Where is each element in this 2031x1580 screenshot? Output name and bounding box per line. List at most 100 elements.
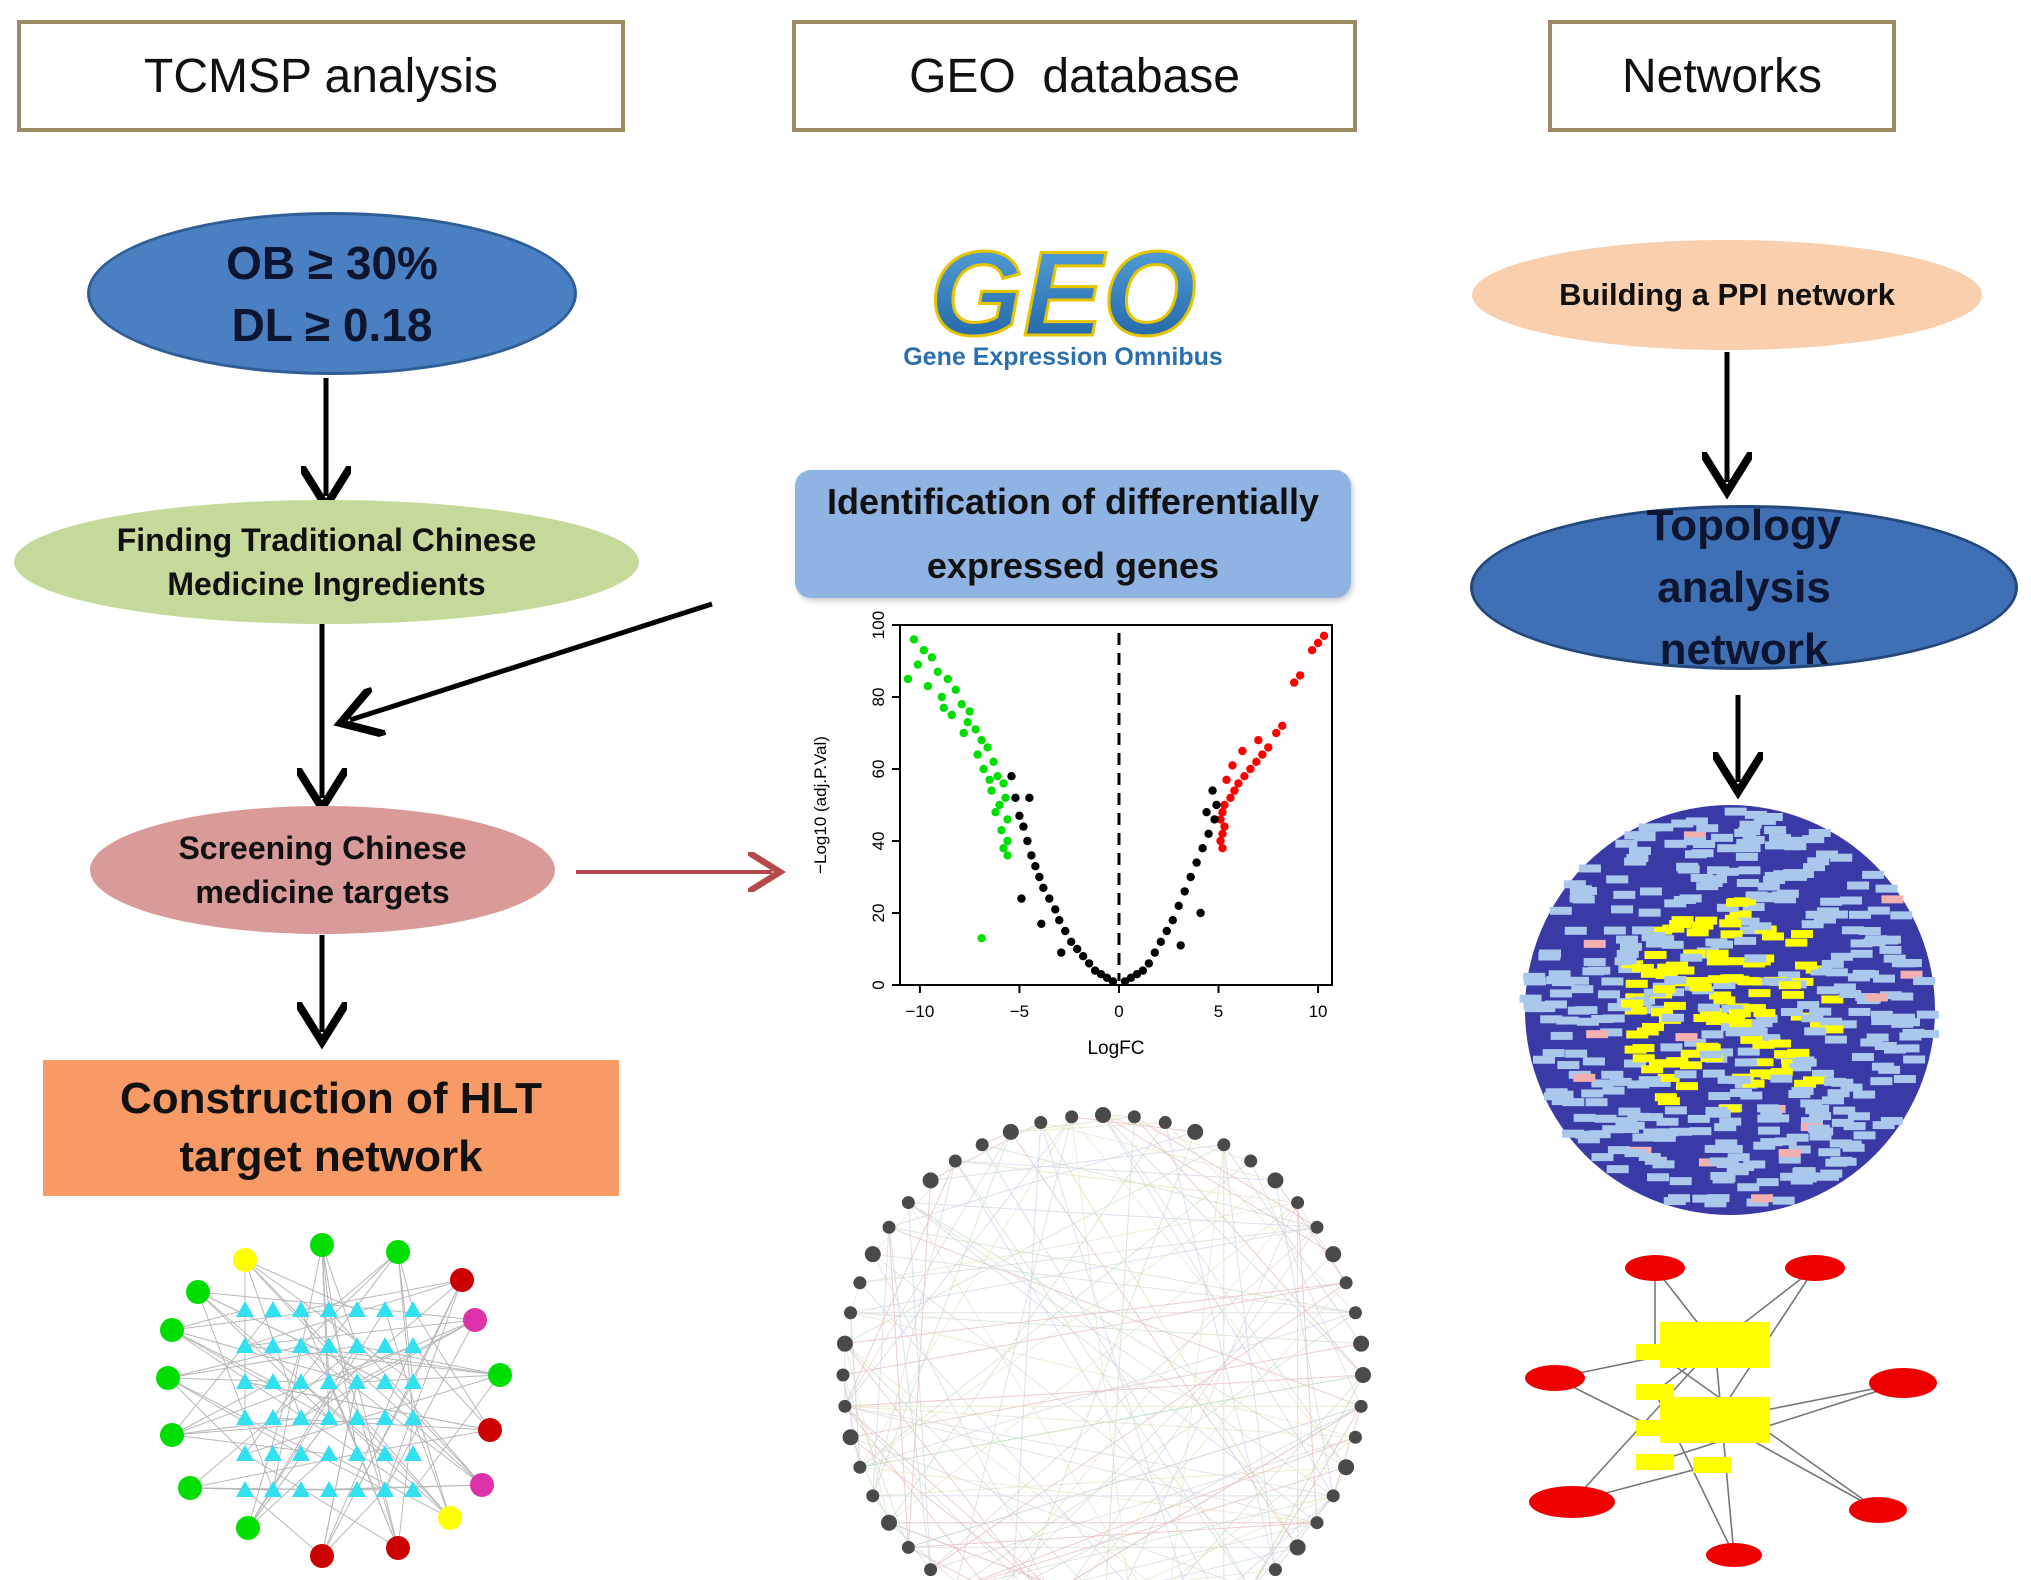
ppi-node — [1840, 1083, 1863, 1092]
ppi-node — [1803, 863, 1826, 872]
ppi-node — [1567, 1006, 1590, 1015]
data-point — [1234, 779, 1243, 788]
ppi-node — [1644, 1156, 1667, 1165]
ppi-node — [1879, 991, 1902, 1000]
ppi-node — [1746, 1198, 1769, 1207]
ppi-node — [1833, 1106, 1856, 1115]
ppi-node — [1821, 995, 1844, 1004]
screening-line2: medicine targets — [195, 874, 450, 910]
ppi-node — [1571, 985, 1594, 994]
degs-line1: Identification of differentially — [826, 481, 1320, 522]
construction-line1: Construction of HLT — [120, 1074, 542, 1123]
screening-line1: Screening Chinese — [178, 830, 467, 866]
ppi-node — [1768, 1039, 1791, 1048]
ppi-node — [1791, 1086, 1814, 1095]
target-node — [320, 1445, 338, 1461]
gene-node — [1355, 1367, 1371, 1383]
target-node — [348, 1481, 366, 1497]
ppi-node — [1680, 953, 1703, 962]
data-point — [903, 674, 913, 684]
ppi-node — [1613, 890, 1636, 899]
ingredient-node — [450, 1268, 474, 1292]
ppi-node — [1591, 1079, 1614, 1088]
ppi-node — [1810, 967, 1833, 976]
data-point — [1228, 761, 1237, 770]
data-point — [973, 750, 982, 759]
data-point — [1108, 977, 1118, 986]
ppi-node — [1716, 867, 1739, 876]
data-point — [1319, 631, 1329, 640]
ppi-node — [1883, 954, 1906, 963]
data-point — [1001, 793, 1010, 802]
ppi-node — [1657, 1073, 1680, 1082]
target-node — [376, 1409, 394, 1425]
ingredient-node — [178, 1476, 202, 1500]
hub-gene-node — [1693, 1457, 1731, 1473]
data-point — [951, 685, 960, 694]
ppi-node — [1750, 1019, 1773, 1028]
ppi-node — [1632, 926, 1655, 935]
ppi-node — [1544, 1000, 1567, 1009]
target-node — [236, 1445, 254, 1461]
geo-logo-caption: Gene Expression Omnibus — [903, 343, 1223, 371]
ppi-node — [1680, 1049, 1703, 1058]
topology-line2: analysis — [1657, 562, 1831, 612]
gene-node — [1353, 1335, 1370, 1352]
ppi-node — [1847, 881, 1870, 890]
ppi-node — [1686, 928, 1709, 937]
ppi-node — [1753, 1009, 1776, 1018]
ppi-node — [1778, 971, 1801, 980]
ppi-node — [1696, 1042, 1719, 1051]
ppi-node — [1794, 1174, 1817, 1183]
ppi-node — [1636, 1027, 1659, 1036]
ppi-node — [1850, 939, 1873, 948]
ppi-node — [1797, 1001, 1820, 1010]
data-point — [947, 710, 956, 720]
gene-node — [866, 1489, 880, 1503]
data-point — [991, 808, 1000, 817]
ppi-node — [1519, 994, 1542, 1003]
ppi-node — [1705, 938, 1728, 947]
ppi-node — [1736, 838, 1759, 847]
ppi-node — [1800, 1099, 1823, 1108]
hub-gene-node — [1660, 1322, 1770, 1368]
ppi-node — [1556, 1016, 1579, 1025]
ppi-node — [1735, 852, 1758, 861]
ppi-node — [1540, 1015, 1563, 1024]
ppi-node — [1827, 1089, 1850, 1098]
ppi-node — [1858, 927, 1881, 936]
data-point — [977, 736, 986, 745]
data-point — [1240, 772, 1249, 781]
data-point — [1307, 646, 1317, 655]
ppi-node — [1809, 1007, 1832, 1016]
ppi-node — [1657, 1097, 1680, 1106]
ppi-node — [1628, 846, 1651, 855]
ppi-node — [1791, 930, 1814, 939]
criteria-dl: DL ≥ 0.18 — [231, 298, 433, 351]
ppi-node — [1870, 1077, 1893, 1086]
ppi-node — [1684, 837, 1707, 846]
ppi-node — [1625, 979, 1648, 988]
ppi-node — [1879, 945, 1902, 954]
ppi-node — [1813, 915, 1836, 924]
ppi-node — [1734, 936, 1757, 945]
ppi-node — [1841, 926, 1864, 935]
hub-gene-node — [1636, 1384, 1674, 1400]
ingredient-node — [233, 1248, 257, 1272]
ppi-node — [1543, 1092, 1566, 1101]
data-point — [971, 725, 980, 734]
data-point — [1204, 829, 1213, 838]
ppi-node — [1794, 1079, 1817, 1088]
gene-node — [1326, 1489, 1340, 1503]
ppi-node — [1725, 898, 1748, 907]
degs-line2: expressed genes — [926, 545, 1220, 586]
ingredient-node — [310, 1233, 334, 1257]
ppi-node — [1570, 890, 1593, 899]
data-point — [987, 786, 996, 795]
compound-node — [1869, 1368, 1937, 1398]
data-point — [979, 764, 988, 774]
gene-node — [1338, 1459, 1355, 1476]
ppi-node — [1661, 1013, 1684, 1022]
compound-node — [1525, 1365, 1585, 1391]
data-point — [1017, 894, 1026, 903]
